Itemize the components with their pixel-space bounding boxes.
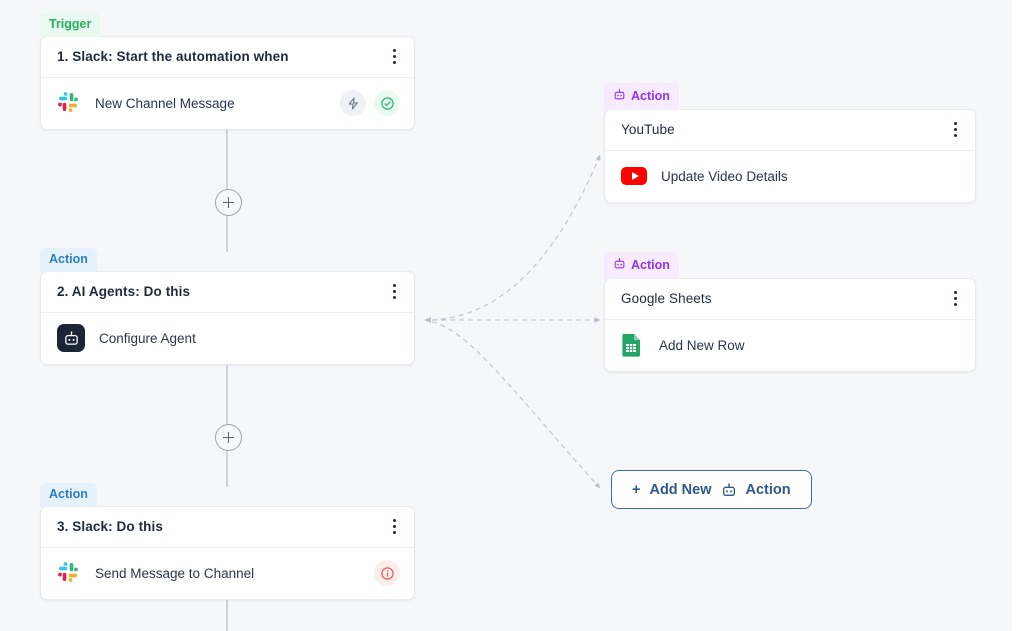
node-title: Google Sheets bbox=[621, 291, 712, 306]
node-card: 2. AI Agents: Do this Configure Agent bbox=[40, 270, 415, 365]
node-card-header: 1. Slack: Start the automation when bbox=[41, 37, 414, 78]
workflow-node-google-sheets[interactable]: Action Google Sheets Add New Row bbox=[604, 251, 976, 372]
node-card-header: Google Sheets bbox=[605, 279, 975, 320]
node-badge-label: Action bbox=[49, 487, 88, 501]
node-card: Google Sheets Add New Row bbox=[604, 277, 976, 372]
node-title: 1. Slack: Start the automation when bbox=[57, 49, 289, 64]
node-card-header: 3. Slack: Do this bbox=[41, 507, 414, 548]
node-status-chips bbox=[340, 90, 400, 116]
robot-icon bbox=[57, 324, 85, 352]
node-badge-agent-action: Action bbox=[604, 252, 679, 279]
kebab-menu-icon[interactable] bbox=[389, 513, 400, 540]
add-new-action-label-before: Add New bbox=[649, 481, 712, 498]
node-action-label: New Channel Message bbox=[95, 95, 235, 111]
workflow-node-trigger-slack[interactable]: Trigger 1. Slack: Start the automation w… bbox=[40, 12, 415, 130]
robot-icon bbox=[613, 88, 626, 104]
warning-circle-icon[interactable] bbox=[374, 560, 400, 586]
node-card-header: 2. AI Agents: Do this bbox=[41, 272, 414, 313]
kebab-menu-icon[interactable] bbox=[950, 116, 961, 143]
plus-icon: + bbox=[632, 481, 641, 498]
robot-icon bbox=[721, 482, 737, 498]
node-badge-trigger: Trigger bbox=[40, 13, 101, 37]
slack-icon bbox=[57, 91, 81, 115]
add-new-action-button[interactable]: + Add New Action bbox=[611, 470, 812, 509]
node-action-label: Add New Row bbox=[659, 337, 745, 353]
node-card-body[interactable]: Send Message to Channel bbox=[41, 548, 414, 599]
kebab-menu-icon[interactable] bbox=[389, 278, 400, 305]
bolt-icon[interactable] bbox=[340, 90, 366, 116]
node-card-body[interactable]: Add New Row bbox=[605, 320, 975, 371]
node-card: 1. Slack: Start the automation when New … bbox=[40, 35, 415, 130]
slack-icon bbox=[57, 561, 81, 585]
workflow-node-ai-agents[interactable]: Action 2. AI Agents: Do this Con bbox=[40, 247, 415, 365]
node-card: 3. Slack: Do this Send Message to Channe… bbox=[40, 505, 415, 600]
google-sheets-icon bbox=[621, 333, 645, 357]
add-step-button-1[interactable] bbox=[215, 189, 242, 216]
node-action-label: Send Message to Channel bbox=[95, 565, 255, 581]
check-circle-icon[interactable] bbox=[374, 90, 400, 116]
node-badge-action: Action bbox=[40, 483, 97, 507]
node-card-body[interactable]: Configure Agent bbox=[41, 313, 414, 364]
workflow-node-slack-send[interactable]: Action 3. Slack: Do this Send Me bbox=[40, 482, 415, 600]
add-new-action-label-after: Action bbox=[745, 481, 791, 498]
kebab-menu-icon[interactable] bbox=[950, 285, 961, 312]
node-badge-action: Action bbox=[40, 248, 97, 272]
node-badge-label: Action bbox=[631, 257, 670, 272]
node-badge-label: Action bbox=[49, 252, 88, 266]
node-badge-agent-action: Action bbox=[604, 83, 679, 110]
node-title: YouTube bbox=[621, 122, 675, 137]
node-card: YouTube Update Video Details bbox=[604, 108, 976, 203]
node-card-body[interactable]: New Channel Message bbox=[41, 78, 414, 129]
node-action-label: Configure Agent bbox=[99, 330, 196, 346]
node-card-header: YouTube bbox=[605, 110, 975, 151]
node-title: 2. AI Agents: Do this bbox=[57, 284, 191, 299]
node-action-label: Update Video Details bbox=[661, 168, 788, 184]
node-badge-label: Trigger bbox=[49, 17, 92, 31]
node-status-chips bbox=[374, 560, 400, 586]
node-title: 3. Slack: Do this bbox=[57, 519, 163, 534]
node-card-body[interactable]: Update Video Details bbox=[605, 151, 975, 202]
robot-icon bbox=[613, 257, 626, 273]
add-step-button-2[interactable] bbox=[215, 424, 242, 451]
kebab-menu-icon[interactable] bbox=[389, 43, 400, 70]
workflow-node-youtube[interactable]: Action YouTube Update Video Details bbox=[604, 82, 976, 203]
node-badge-label: Action bbox=[631, 88, 670, 103]
youtube-icon bbox=[621, 167, 647, 185]
